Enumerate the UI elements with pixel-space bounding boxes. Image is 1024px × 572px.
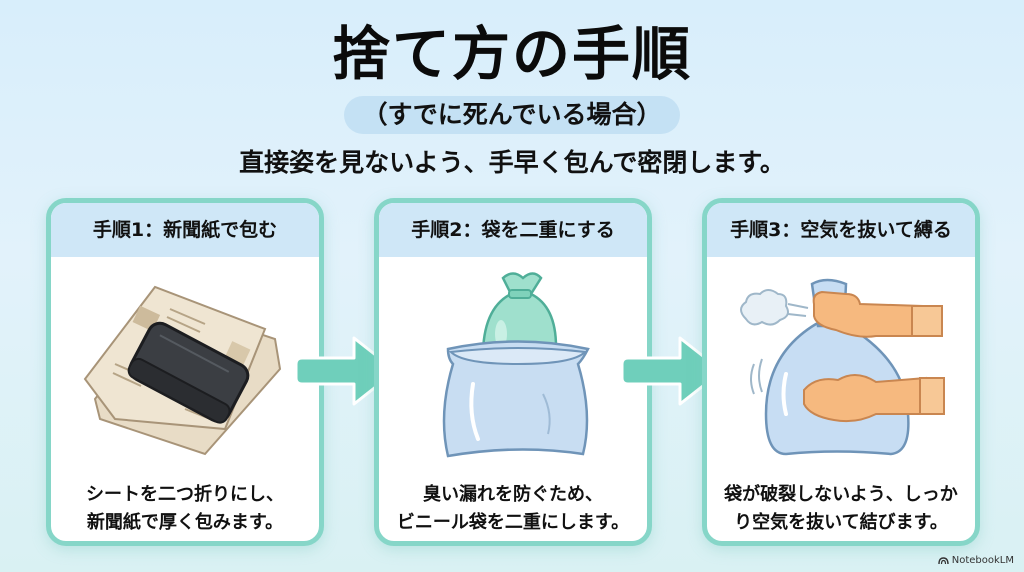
watermark-label: NotebookLM — [951, 555, 1014, 566]
step-description: シートを二つ折りにし、 新聞紙で厚く包みます。 — [86, 484, 284, 533]
page-title: 捨て方の手順 — [331, 20, 692, 88]
step-title: 手順3：空気を抜いて縛る — [707, 203, 975, 257]
tie-bag-with-gloves-icon — [707, 259, 975, 469]
arrow-right-icon — [296, 336, 398, 406]
step-title: 手順2：袋を二重にする — [379, 203, 647, 257]
page-subtitle: 直接姿を見ないよう、手早く包んで密閉します。 — [239, 148, 785, 177]
step-card-3: 手順3：空気を抜いて縛る 袋が破裂しないよう、しっか り空気を抜いて結びます。 — [702, 198, 980, 546]
step-card-1: 手順1：新聞紙で包む シートを二つ折りにし、 新 — [46, 198, 324, 546]
step-card-2: 手順2：袋を二重にする 臭い漏れを防ぐため、 ビニール袋を二重にします。 — [374, 198, 652, 546]
newspaper-wrap-icon — [51, 259, 319, 469]
arrow-right-icon — [622, 336, 724, 406]
step-description: 臭い漏れを防ぐため、 ビニール袋を二重にします。 — [396, 484, 630, 533]
step-description: 袋が破裂しないよう、しっか り空気を抜いて結びます。 — [724, 484, 958, 533]
step-title: 手順1：新聞紙で包む — [51, 203, 319, 257]
watermark: NotebookLM — [938, 555, 1014, 566]
condition-pill: （すでに死んでいる場合） — [344, 96, 680, 134]
notebooklm-logo-icon — [938, 557, 949, 565]
double-bag-icon — [379, 259, 647, 469]
